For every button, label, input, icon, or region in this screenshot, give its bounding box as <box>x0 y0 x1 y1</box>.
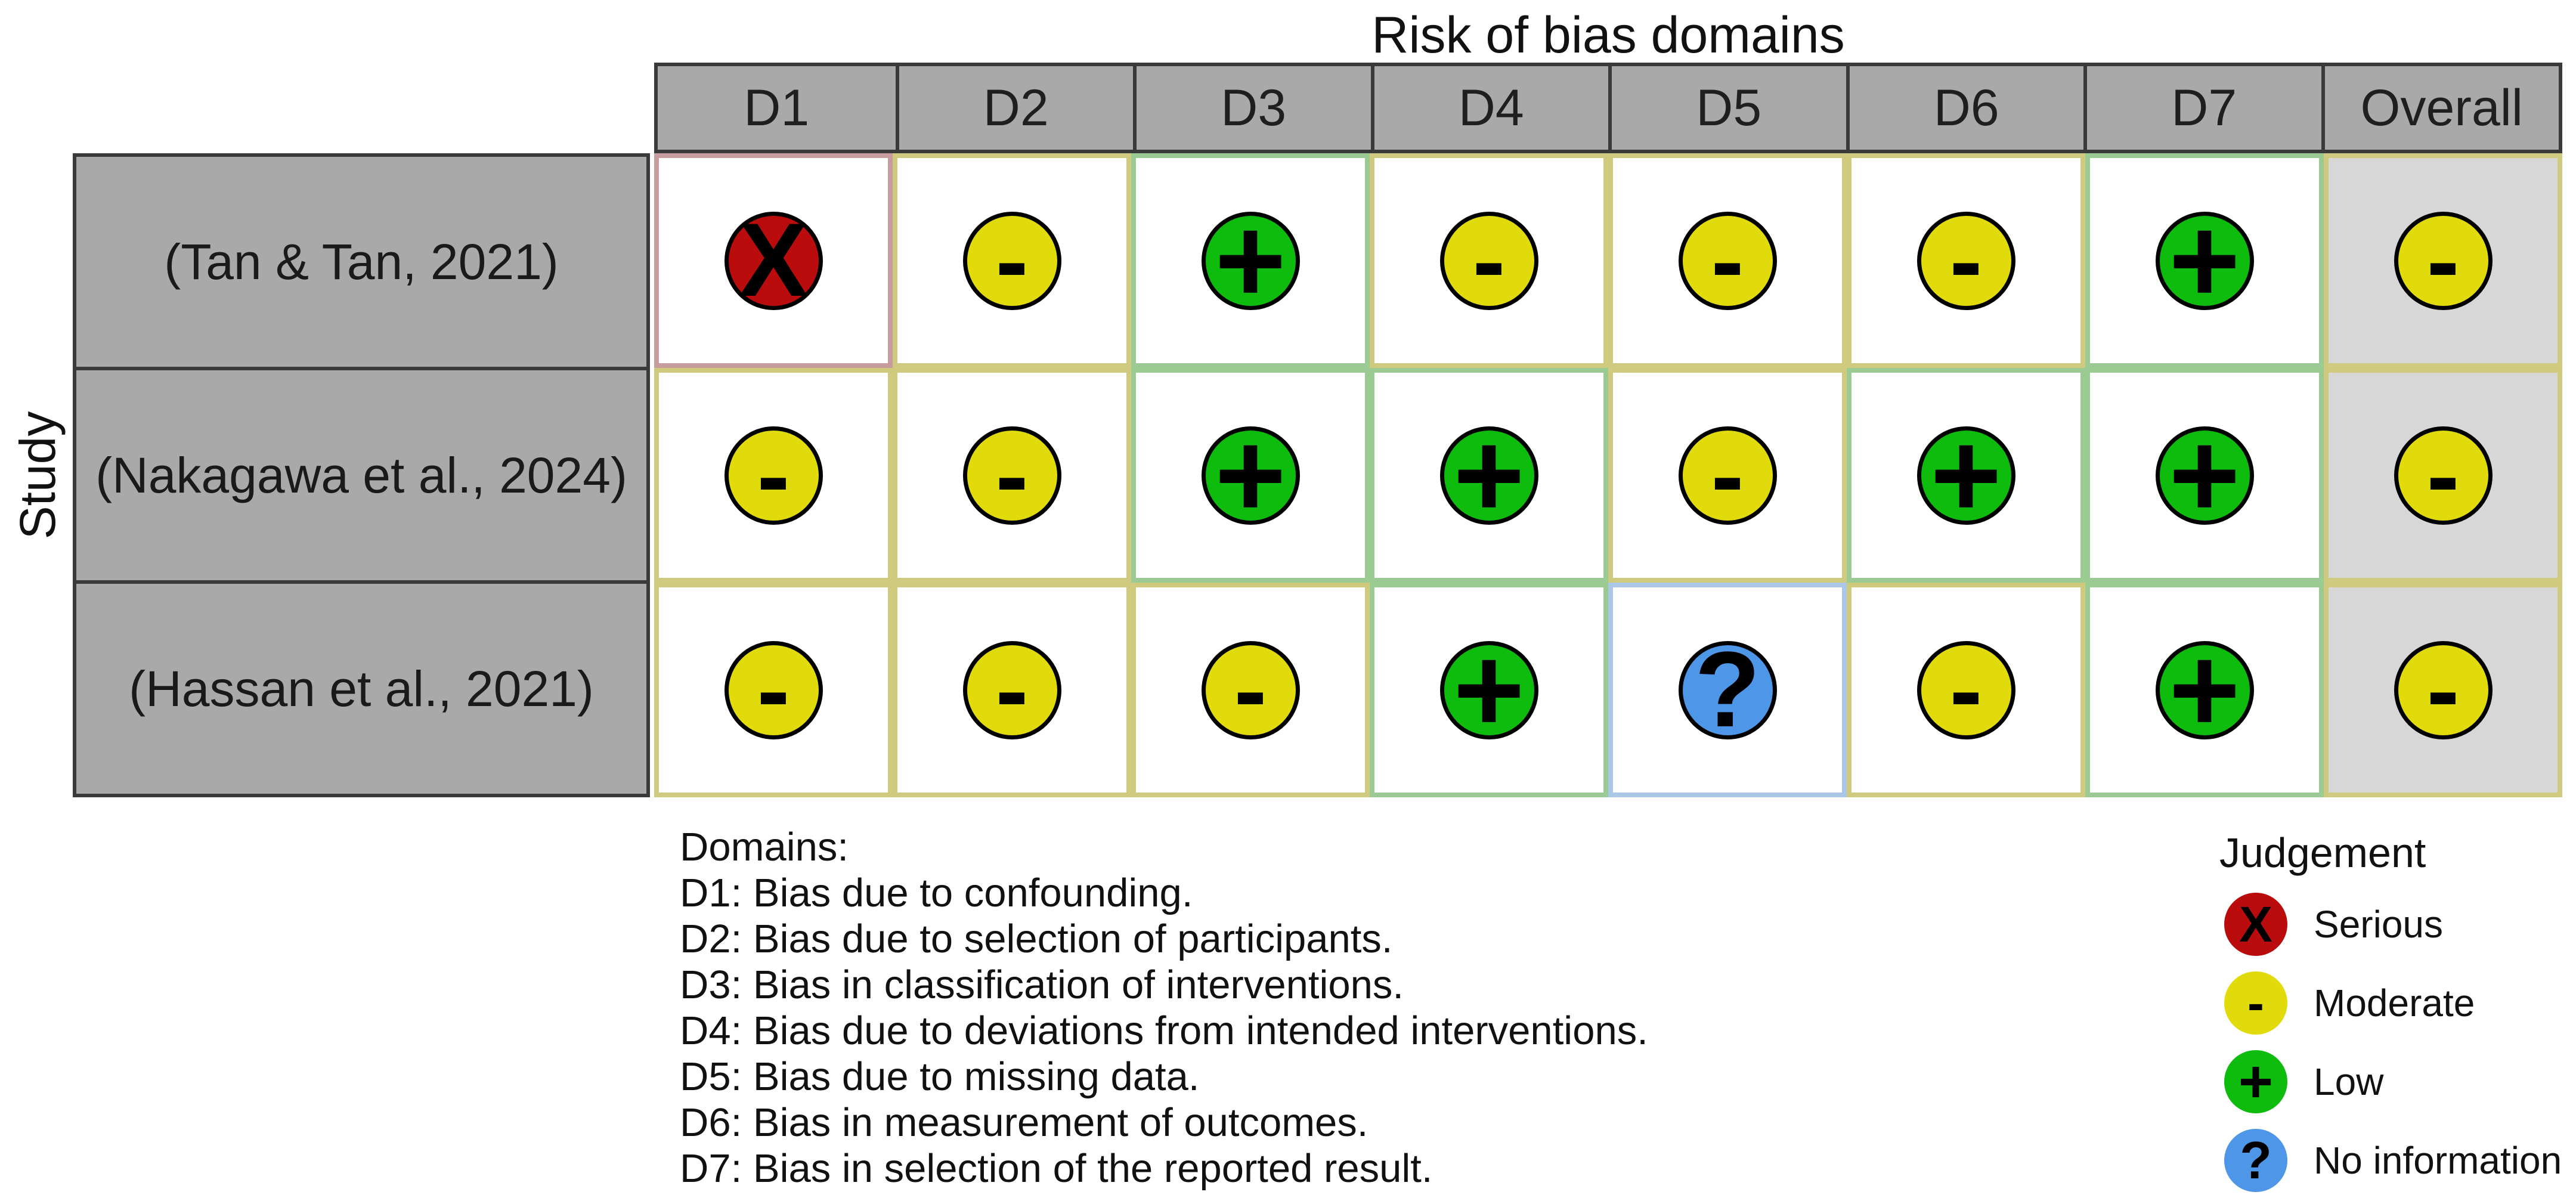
figure-title: Risk of bias domains <box>1371 7 1845 64</box>
moderate-judgement-icon: - <box>724 640 823 739</box>
low-legend-icon: + <box>2224 1050 2287 1113</box>
judgement-cell: X <box>654 153 893 368</box>
judgement-cell: - <box>1370 153 1608 368</box>
judgement-cell: + <box>1370 583 1608 797</box>
domains-legend-item: D4: Bias due to deviations from intended… <box>680 1008 1648 1053</box>
judgement-legend-label: Serious <box>2314 903 2443 946</box>
judgement-grid: X - + - - - + - - - + + - + + - - - - +? - + - <box>654 153 2562 797</box>
judgement-cell: + <box>2085 153 2324 368</box>
domains-legend-item: D3: Bias in classification of interventi… <box>680 962 1404 1007</box>
moderate-judgement-icon: - <box>2394 426 2493 525</box>
moderate-judgement-icon: - <box>2394 640 2493 739</box>
judgement-cell: - <box>2324 153 2562 368</box>
no-information-judgement-icon: ? <box>1678 636 1777 744</box>
moderate-judgement-icon: - <box>1678 426 1777 525</box>
moderate-judgement-icon: - <box>724 426 823 525</box>
judgement-legend-heading: Judgement <box>2219 829 2426 876</box>
domains-legend-item: D6: Bias in measurement of outcomes. <box>680 1100 1368 1145</box>
serious-legend-icon: X <box>2224 893 2287 956</box>
domain-header-d5: D5 <box>1608 66 1846 150</box>
judgement-cell: - <box>893 368 1131 583</box>
domains-legend-item: D1: Bias due to confounding. <box>680 871 1193 915</box>
domains-legend-heading: Domains: <box>680 825 849 869</box>
moderate-judgement-icon: - <box>1439 211 1538 310</box>
judgement-legend-label: Moderate <box>2314 982 2475 1024</box>
domains-legend: Domains: D1: Bias due to confounding.D2:… <box>680 824 1648 1191</box>
serious-judgement-icon: X <box>724 208 823 312</box>
moderate-judgement-icon: - <box>1916 640 2015 739</box>
judgement-cell: - <box>1847 153 2085 368</box>
moderate-judgement-icon: - <box>1916 211 2015 310</box>
moderate-judgement-icon: - <box>1678 211 1777 310</box>
domains-legend-items: D1: Bias due to confounding.D2: Bias due… <box>680 870 1648 1191</box>
no-information-legend-icon: ? <box>2224 1129 2287 1192</box>
domain-header-d1: D1 <box>744 79 810 137</box>
judgement-cell: + <box>1131 153 1370 368</box>
judgement-legend-item: X Serious <box>2224 893 2562 956</box>
judgement-legend-item: + Low <box>2224 1050 2562 1113</box>
domain-header-overall: Overall <box>2321 66 2559 150</box>
study-row-label: (Hassan et al., 2021) <box>76 580 646 794</box>
judgement-legend-label: No information <box>2314 1139 2562 1182</box>
domain-header-d4: D4 <box>1370 66 1609 150</box>
judgement-cell: ? <box>1608 583 1847 797</box>
low-judgement-icon: + <box>2155 629 2254 751</box>
moderate-judgement-icon: - <box>962 640 1061 739</box>
low-judgement-icon: + <box>2155 199 2254 321</box>
study-row-label: (Tan & Tan, 2021) <box>164 233 559 290</box>
low-judgement-icon: + <box>1201 414 1300 536</box>
judgement-cell: - <box>2324 368 2562 583</box>
judgement-cell: + <box>2085 368 2324 583</box>
domains-legend-item: D7: Bias in selection of the reported re… <box>680 1146 1433 1191</box>
study-label-column: (Tan & Tan, 2021) (Nakagawa et al., 2024)… <box>73 153 650 797</box>
low-judgement-icon: + <box>1439 629 1538 751</box>
domains-legend-item: D2: Bias due to selection of participant… <box>680 917 1393 961</box>
judgement-cell: - <box>1131 583 1370 797</box>
moderate-judgement-icon: - <box>962 426 1061 525</box>
judgement-cell: - <box>1608 153 1847 368</box>
moderate-judgement-icon: - <box>2394 211 2493 310</box>
domain-header-d2: D2 <box>895 66 1134 150</box>
judgement-legend-label: Low <box>2314 1060 2384 1103</box>
low-judgement-icon: + <box>2155 414 2254 536</box>
judgement-cell: - <box>893 153 1131 368</box>
judgement-cell: - <box>654 583 893 797</box>
judgement-cell: + <box>2085 583 2324 797</box>
moderate-judgement-icon: - <box>962 211 1061 310</box>
judgement-cell: - <box>2324 583 2562 797</box>
domain-header-d3: D3 <box>1133 66 1371 150</box>
judgement-cell: - <box>1847 583 2085 797</box>
moderate-legend-icon: - <box>2224 971 2287 1035</box>
moderate-judgement-icon: - <box>1201 640 1300 739</box>
judgement-cell: - <box>654 368 893 583</box>
judgement-cell: - <box>1608 368 1847 583</box>
low-judgement-icon: + <box>1201 199 1300 321</box>
low-judgement-icon: + <box>1439 414 1538 536</box>
judgement-cell: + <box>1847 368 2085 583</box>
judgement-cell: + <box>1370 368 1608 583</box>
domain-header-d7: D7 <box>2083 66 2321 150</box>
low-judgement-icon: + <box>1916 414 2015 536</box>
domain-header-d6: D6 <box>1846 66 2084 150</box>
judgement-legend-item: -Moderate <box>2224 971 2562 1035</box>
study-axis-label: Study <box>10 411 66 540</box>
judgement-cell: + <box>1131 368 1370 583</box>
study-row-label: (Nakagawa et al., 2024) <box>76 367 646 580</box>
domains-legend-item: D5: Bias due to missing data. <box>680 1054 1200 1099</box>
judgement-legend-item: ? No information <box>2224 1129 2562 1192</box>
judgement-cell: - <box>893 583 1131 797</box>
